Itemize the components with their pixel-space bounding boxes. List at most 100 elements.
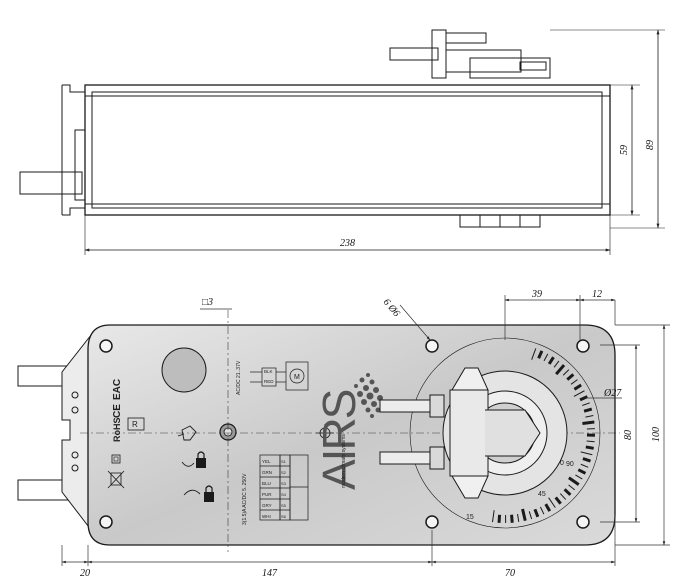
logo-dot: [370, 414, 374, 418]
wire-label: BLU: [262, 481, 271, 486]
scale-tick: [562, 369, 570, 376]
terminal-label: S5: [281, 503, 287, 508]
logo-dot: [359, 377, 365, 383]
logo-dot: [366, 373, 370, 377]
manual-hand-icon: [177, 425, 197, 441]
terminal-label: S3: [281, 481, 287, 486]
dim-20: 20: [80, 568, 90, 579]
eac-mark: EAC: [112, 379, 123, 400]
dim-diameter: Ø27: [603, 388, 622, 399]
logo-dot: [373, 387, 379, 393]
scale-end: 90: [566, 461, 574, 468]
scale-tick: [544, 503, 552, 512]
logo-dot: [369, 379, 375, 385]
scale-tick: [582, 420, 595, 425]
wire-blk: BLK: [264, 369, 273, 374]
rating-label: 3(1.5)A AC/DC 5..250V: [242, 473, 248, 525]
mounting-hole: [99, 339, 113, 353]
scale-tick: [573, 390, 585, 397]
scale-tick: [553, 360, 560, 368]
scale-tick: [521, 508, 527, 522]
wire-label: YEL: [262, 459, 271, 464]
dim-100: 100: [651, 427, 662, 442]
scale-tick: [586, 440, 595, 443]
dim-147: 147: [262, 568, 278, 579]
scale-tick: [555, 364, 566, 376]
scale-tick: [580, 451, 593, 456]
scale-tick: [533, 508, 540, 518]
dim-square: □3: [202, 297, 213, 308]
top-connector: [389, 29, 551, 79]
logo-dot: [357, 391, 363, 397]
wire-label: GRN: [262, 470, 272, 475]
mounting-hole: [576, 515, 590, 529]
logo-dot: [366, 392, 374, 400]
scale-tick: [577, 468, 587, 475]
scale-tick: [580, 463, 589, 468]
mounting-holes: [99, 339, 590, 529]
scale-tick: [539, 506, 545, 515]
scale-tick: [531, 348, 537, 360]
scale-tick: [585, 415, 594, 418]
logo-dot: [371, 401, 377, 407]
motor-symbol: M: [294, 374, 300, 381]
scale-tick: [510, 514, 514, 523]
terminal-label: S6: [281, 514, 287, 519]
dim-12: 12: [592, 289, 602, 300]
wire-red: RED: [264, 379, 274, 384]
logo-dot: [375, 407, 381, 413]
scale-tick: [563, 488, 572, 496]
rohs-mark: RoHS: [112, 418, 122, 443]
scale-tick: [575, 474, 583, 480]
mounting-hole: [425, 339, 439, 353]
rotation-scale: [491, 348, 596, 524]
shaft-adapter: [379, 337, 601, 529]
scale-tick: [568, 476, 580, 486]
ce-mark: CE: [112, 404, 123, 418]
lock-icon-1: [181, 451, 206, 468]
scale-tick: [585, 445, 594, 450]
mounting-hole: [425, 515, 439, 529]
class-ii-icon: [111, 454, 121, 464]
scale-tick: [547, 356, 555, 365]
front-view: AC/DC 21..37V BLK RED M 3(1.5)A AC/DC 5.…: [17, 310, 620, 552]
scale-min: 15: [466, 514, 474, 521]
terminal-label: S2: [281, 470, 287, 475]
dim-59: 59: [619, 145, 630, 155]
dim-89: 89: [645, 140, 656, 150]
terminal-label: S4: [281, 492, 287, 497]
scale-tick: [559, 493, 567, 500]
power-label: AC/DC 21..37V: [236, 360, 242, 395]
scale-tick: [582, 402, 590, 406]
scale-tick: [537, 350, 544, 359]
bottom-connector: [459, 214, 541, 228]
wiring-diagram-switches: [259, 454, 309, 521]
lock-icon-2: [183, 485, 214, 502]
dim-80: 80: [623, 430, 634, 440]
scale-tick: [568, 484, 576, 491]
logo-dot: [354, 384, 358, 388]
brand-tagline: modern climate systems: [341, 434, 347, 488]
scale-tick: [573, 383, 582, 391]
scale-tick: [517, 513, 520, 523]
weee-bin-icon: [107, 470, 125, 489]
logo-dot: [365, 407, 371, 413]
wire-label: PUR: [262, 492, 272, 497]
wiring-diagram-power: [250, 361, 309, 391]
dim-70: 70: [505, 568, 515, 579]
scale-tick: [548, 497, 556, 508]
dim-238: 238: [340, 238, 355, 249]
r-mark: R: [132, 420, 138, 429]
scale-tick: [583, 407, 593, 413]
wire-label: GRY: [262, 503, 272, 508]
actuator-body-top: [84, 84, 611, 216]
scale-tick: [579, 395, 588, 402]
scale-tick: [582, 457, 591, 463]
dim-holes: 6 Ø6: [381, 297, 402, 319]
r-mark-box: [127, 417, 145, 431]
scale-tick: [543, 353, 549, 362]
scale-tick: [497, 514, 502, 523]
mounting-hole: [99, 515, 113, 529]
